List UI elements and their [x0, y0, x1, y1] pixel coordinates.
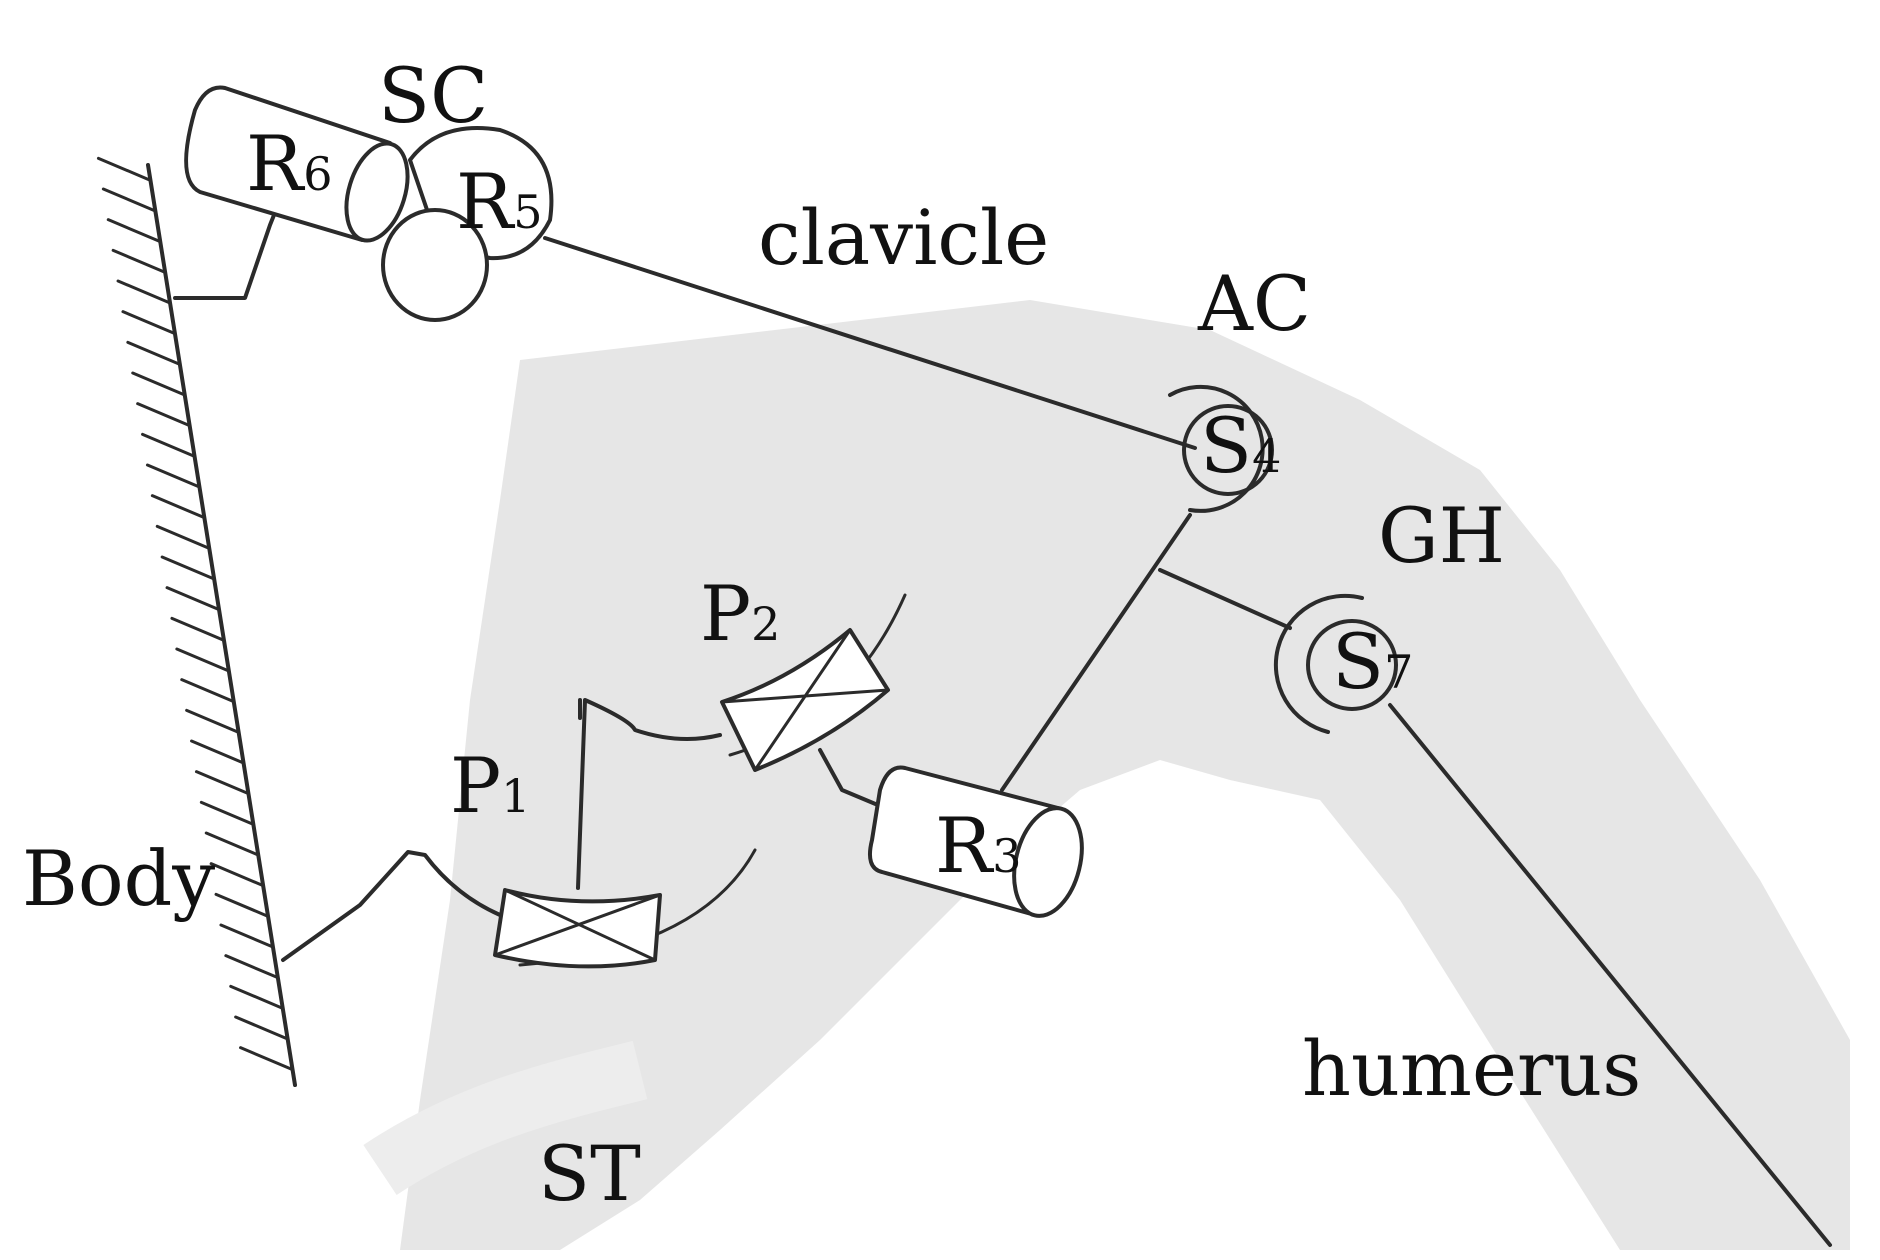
label-clavicle: clavicle — [758, 193, 1049, 282]
ground-hatch-mark — [155, 524, 211, 550]
sc-joint — [173, 85, 554, 322]
clavicle-link — [543, 236, 1197, 450]
p1-joint — [281, 848, 757, 969]
ground-hatch-mark — [131, 371, 187, 397]
labels: SC clavicle AC GH Body ST humerus R6 R5 … — [22, 51, 1641, 1218]
ground-hatch-mark — [224, 954, 280, 980]
ground-hatch-mark — [239, 1046, 295, 1072]
label-st: ST — [538, 1129, 641, 1218]
ground-hatch-mark — [199, 800, 255, 826]
r3-cylinder — [868, 765, 1060, 917]
ground-hatch-mark — [190, 739, 246, 765]
ac-r3-link — [1000, 513, 1192, 792]
p1-p2-link — [576, 698, 722, 890]
ground-hatch-mark — [185, 708, 241, 734]
s7-inner-circle — [1306, 619, 1398, 711]
ground-hatch-mark — [126, 340, 182, 366]
ground-hatch-mark — [141, 432, 197, 458]
r6-cylinder — [184, 85, 392, 242]
label-s7: S7 — [1332, 617, 1413, 706]
ground-hatch-mark — [234, 1015, 290, 1041]
ground-hatch-mark — [96, 156, 152, 182]
gh-joint — [1273, 593, 1398, 734]
r5-cylinder-end — [381, 208, 489, 322]
label-humerus: humerus — [1302, 1024, 1641, 1113]
p1-slider-block — [493, 888, 662, 969]
s4-inner-circle — [1182, 404, 1274, 496]
label-p2: P2 — [700, 569, 780, 658]
r6-cylinder-end — [344, 141, 410, 243]
ground-hatch-mark — [180, 678, 236, 704]
r3-cylinder-end — [1012, 806, 1084, 918]
label-sc: SC — [378, 51, 488, 140]
ground-hatch-mark — [136, 402, 192, 428]
ac-joint — [1168, 384, 1274, 513]
ground-hatch-mark — [160, 555, 216, 581]
s7-outer-arc — [1273, 593, 1364, 734]
ground-hatch-mark — [116, 279, 172, 305]
label-r5: R5 — [456, 157, 543, 246]
scapula-gh-link — [1158, 568, 1292, 630]
bone-silhouette — [363, 300, 1850, 1250]
label-ac: AC — [1197, 259, 1311, 348]
ground-hatch-mark — [204, 831, 260, 857]
ground-hatch-mark — [145, 463, 201, 489]
p2-slider-cross-b — [753, 628, 852, 772]
p2-r3-link — [818, 748, 887, 810]
p1-slider-cross-b — [493, 893, 662, 957]
ground-hatches — [96, 156, 295, 1072]
label-body: Body — [22, 834, 215, 923]
r6-body-link — [173, 203, 280, 300]
s4-outer-arc — [1168, 384, 1265, 513]
r3-joint — [818, 748, 1084, 918]
ground-hatch-mark — [170, 616, 226, 642]
ground-hatch-mark — [229, 984, 285, 1010]
ground-hatch-mark — [175, 647, 231, 673]
label-s4: S4 — [1200, 401, 1281, 490]
body-p1-link — [281, 850, 502, 962]
label-r3: R3 — [935, 801, 1022, 890]
ground-hatch-mark — [106, 218, 162, 244]
humerus-link — [1388, 703, 1832, 1247]
ground-hatch-mark — [219, 923, 275, 949]
ground-hatch-mark — [121, 310, 177, 336]
ground-hatch-mark — [150, 494, 206, 520]
ground-hatch-mark — [194, 770, 250, 796]
p2-joint — [576, 593, 907, 890]
ground-hatch-mark — [111, 248, 167, 274]
ground-hatch-mark — [209, 862, 265, 888]
body-ground — [96, 156, 297, 1087]
label-gh: GH — [1378, 491, 1505, 580]
label-r6: R6 — [246, 119, 333, 208]
ground-hatch-mark — [165, 586, 221, 612]
label-p1: P1 — [450, 741, 530, 830]
ground-hatch-mark — [214, 892, 270, 918]
ground-hatch-mark — [101, 187, 157, 213]
